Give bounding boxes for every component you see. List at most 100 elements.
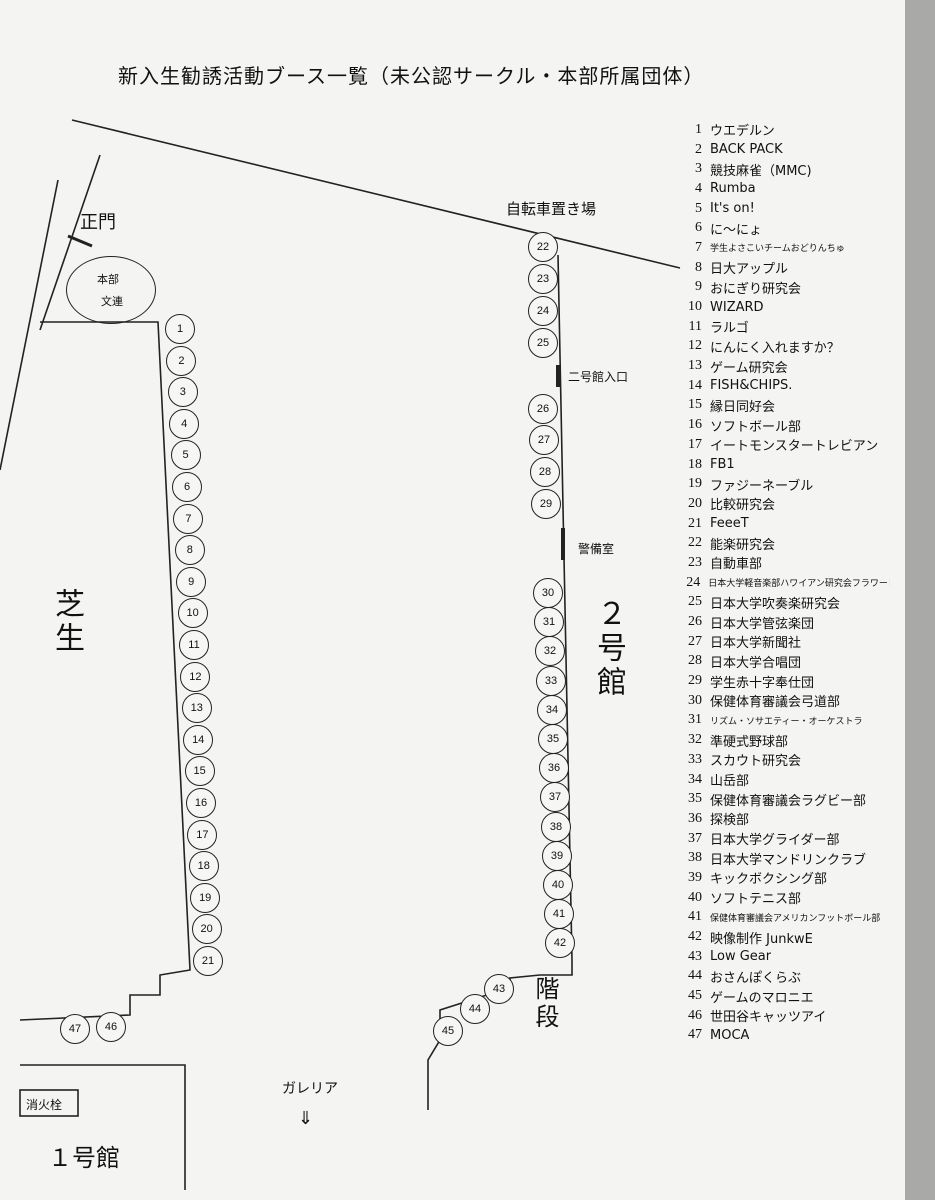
legend-item: 10 WIZARD xyxy=(680,297,890,317)
booth-marker-44: 44 xyxy=(460,994,490,1024)
legend-item: 16 ソフトボール部 xyxy=(680,415,890,435)
legend-name: おにぎり研究会 xyxy=(710,281,802,297)
legend-number: 18 xyxy=(688,456,702,472)
legend-number: 2 xyxy=(695,141,702,157)
booth-marker-42: 42 xyxy=(545,928,575,959)
booth-marker-31: 31 xyxy=(534,607,564,638)
booth-marker-8: 8 xyxy=(174,535,205,566)
legend-number: 36 xyxy=(688,810,702,826)
legend-number: 10 xyxy=(688,299,702,315)
bicycle-parking-label: 自転車置き場 xyxy=(506,200,597,218)
map-lines xyxy=(0,119,681,1190)
legend-name: おさんぽくらぶ xyxy=(710,970,802,986)
legend-name: FB1 xyxy=(710,457,735,473)
legend-number: 41 xyxy=(688,909,702,925)
booth-marker-47: 47 xyxy=(60,1014,90,1044)
legend-name: ソフトボール部 xyxy=(710,419,802,435)
legend-number: 9 xyxy=(695,279,702,295)
legend-name: 日本大学合唱団 xyxy=(710,655,802,671)
legend-number: 13 xyxy=(688,358,702,374)
legend-item: 41 保健体育審議会アメリカンフットボール部 xyxy=(680,908,890,928)
legend-name: ファジーネーブル xyxy=(710,478,814,494)
hydrant-label: 消火栓 xyxy=(26,1098,63,1112)
legend-number: 15 xyxy=(688,397,702,413)
legend-item: 2 BACK PACK xyxy=(680,140,890,160)
booth-marker-22: 22 xyxy=(528,232,558,262)
booth-marker-19: 19 xyxy=(190,882,221,913)
legend-number: 1 xyxy=(695,121,702,137)
legend-name: 比較研究会 xyxy=(710,498,776,514)
legend-name: 日本大学新聞社 xyxy=(710,636,802,652)
legend-name: にんにく入れますか？ xyxy=(710,340,840,356)
legend-number: 14 xyxy=(688,377,702,393)
legend-name: WIZARD xyxy=(710,299,764,315)
legend-name: Rumba xyxy=(710,181,756,197)
legend-name: キックボクシング部 xyxy=(710,872,828,888)
booth-marker-5: 5 xyxy=(170,440,201,471)
legend-item: 1 ウエデルン xyxy=(680,120,890,140)
legend-name: 世田谷キャッツアイ xyxy=(710,1010,827,1026)
legend-number: 30 xyxy=(688,692,702,708)
booth-marker-29: 29 xyxy=(531,489,561,519)
legend-item: 18 FB1 xyxy=(680,455,890,475)
booth-marker-36: 36 xyxy=(539,753,569,784)
main-gate-label: 正門 xyxy=(80,212,116,233)
booth-marker-2: 2 xyxy=(166,345,197,376)
legend-name: 日本大学軽音楽部ハワイアン研究会フラワーレイ xyxy=(708,579,890,590)
legend-name: 準硬式野球部 xyxy=(710,734,789,750)
down-arrow-icon: ⇓ xyxy=(298,1108,314,1129)
legend-name: BACK PACK xyxy=(710,142,783,158)
legend-name: ラルゴ xyxy=(710,321,749,337)
booth-marker-45: 45 xyxy=(433,1016,463,1046)
legend-number: 32 xyxy=(688,732,702,748)
legend-number: 33 xyxy=(688,751,702,767)
legend-name: 日大アップル xyxy=(710,262,789,278)
legend-name: 学生赤十字奉仕団 xyxy=(710,675,815,691)
booth-marker-35: 35 xyxy=(538,724,568,754)
legend-number: 37 xyxy=(688,830,702,846)
legend-number: 4 xyxy=(695,180,702,196)
legend-name: 保健体育審議会アメリカンフットボール部 xyxy=(710,913,881,924)
legend-number: 16 xyxy=(688,417,702,433)
bunren-label: 文連 xyxy=(101,295,123,308)
legend-name: ソフトテニス部 xyxy=(710,892,802,908)
booth-marker-7: 7 xyxy=(173,503,204,534)
legend-number: 5 xyxy=(695,200,702,216)
booth-marker-9: 9 xyxy=(176,566,207,597)
booth-marker-46: 46 xyxy=(96,1012,126,1042)
booth-marker-28: 28 xyxy=(530,457,560,487)
booth-marker-43: 43 xyxy=(484,974,514,1004)
legend-number: 45 xyxy=(688,988,702,1004)
booth-marker-14: 14 xyxy=(183,724,214,755)
legend-name: スカウト研究会 xyxy=(710,754,802,770)
legend-name: 日本大学管弦楽団 xyxy=(710,616,815,632)
legend-name: に〜にょ xyxy=(710,222,763,238)
guard-room-label: 警備室 xyxy=(578,542,615,556)
legend-name: It's on! xyxy=(710,201,755,217)
legend-name: ウエデルン xyxy=(710,124,775,140)
legend-number: 42 xyxy=(688,929,702,945)
booth-marker-34: 34 xyxy=(537,694,567,725)
legend-name: 学生よさこいチームおどりんちゅ xyxy=(710,244,845,255)
booth-marker-25: 25 xyxy=(528,328,558,358)
booth-marker-40: 40 xyxy=(543,870,573,900)
legend-number: 7 xyxy=(695,239,702,255)
legend-name: 探検部 xyxy=(710,813,750,829)
headquarters-circle: 本部 文連 xyxy=(66,256,156,324)
booth-marker-23: 23 xyxy=(528,264,558,294)
legend-name: 日本大学吹奏楽研究会 xyxy=(710,596,841,612)
